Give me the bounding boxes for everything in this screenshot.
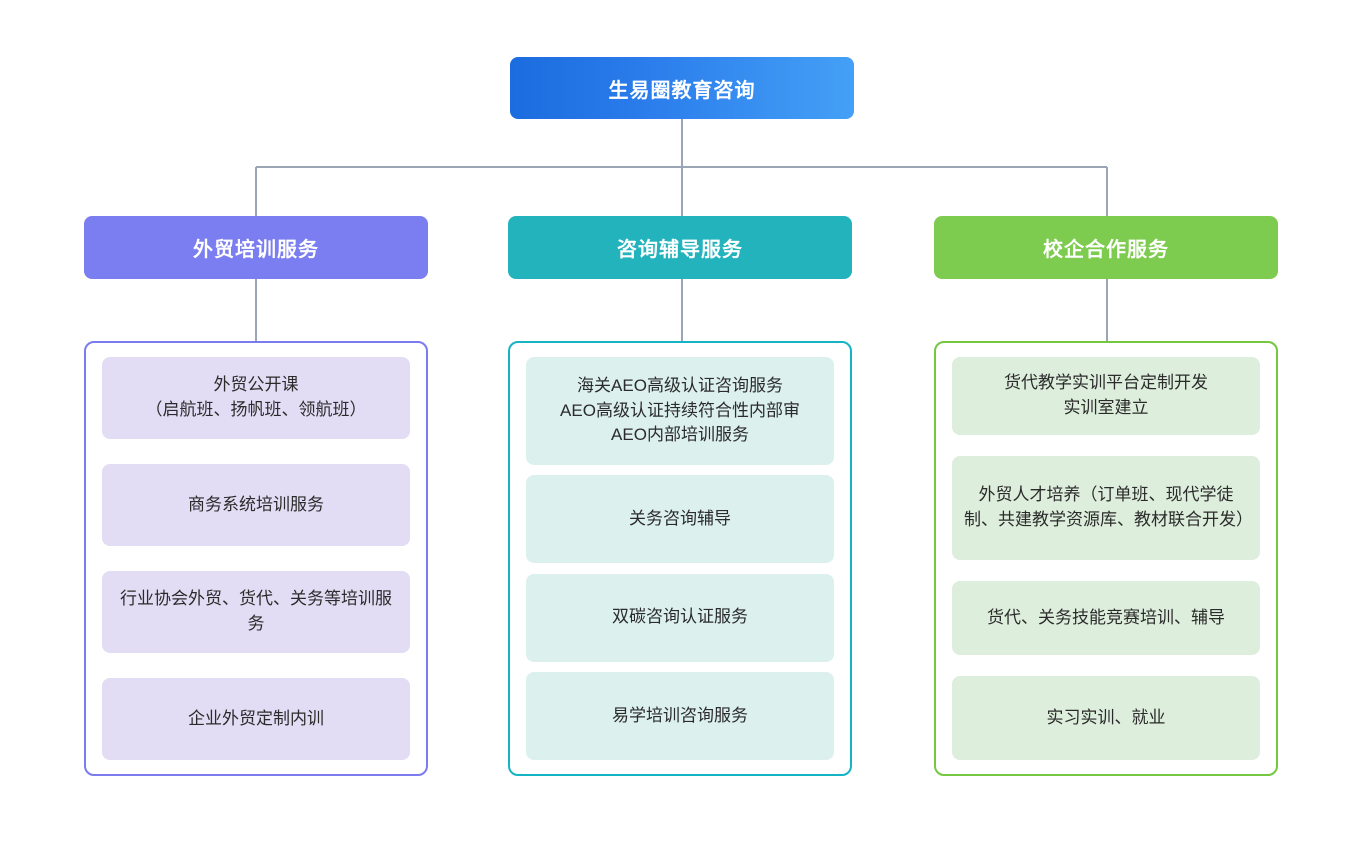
branch-training: 外贸培训服务 外贸公开课 （启航班、扬帆班、领航班） 商务系统培训服务 行业协会… [84,216,428,776]
service-card[interactable]: 实习实训、就业 [952,676,1260,760]
branch-header-cooperation[interactable]: 校企合作服务 [934,216,1278,279]
branch-cooperation: 校企合作服务 货代教学实训平台定制开发 实训室建立 外贸人才培养（订单班、现代学… [934,216,1278,776]
service-card[interactable]: 企业外贸定制内训 [102,678,410,760]
service-card[interactable]: 双碳咨询认证服务 [526,573,834,662]
branch-header-label: 校企合作服务 [1043,239,1169,261]
service-card[interactable]: 货代、关务技能竞赛培训、辅导 [952,581,1260,655]
service-card[interactable]: 商务系统培训服务 [102,464,410,546]
service-card[interactable]: 外贸公开课 （启航班、扬帆班、领航班） [102,357,410,439]
service-card[interactable]: 海关AEO高级认证咨询服务 AEO高级认证持续符合性内部审 AEO内部培训服务 [526,357,834,465]
branch-body-cooperation: 货代教学实训平台定制开发 实训室建立 外贸人才培养（订单班、现代学徒制、共建教学… [934,341,1278,776]
service-card[interactable]: 货代教学实训平台定制开发 实训室建立 [952,357,1260,435]
branch-header-consulting[interactable]: 咨询辅导服务 [508,216,852,279]
root-node[interactable]: 生易圈教育咨询 [510,57,854,119]
service-card[interactable]: 行业协会外贸、货代、关务等培训服务 [102,571,410,653]
branch-header-label: 外贸培训服务 [193,239,319,261]
branch-body-training: 外贸公开课 （启航班、扬帆班、领航班） 商务系统培训服务 行业协会外贸、货代、关… [84,341,428,776]
root-node-label: 生易圈教育咨询 [608,79,756,102]
branch-body-consulting: 海关AEO高级认证咨询服务 AEO高级认证持续符合性内部审 AEO内部培训服务 … [508,341,852,776]
service-card[interactable]: 易学培训咨询服务 [526,671,834,760]
service-card[interactable]: 关务咨询辅导 [526,475,834,564]
branch-consulting: 咨询辅导服务 海关AEO高级认证咨询服务 AEO高级认证持续符合性内部审 AEO… [508,216,852,776]
branch-header-label: 咨询辅导服务 [617,239,743,261]
branch-header-training[interactable]: 外贸培训服务 [84,216,428,279]
service-card[interactable]: 外贸人才培养（订单班、现代学徒制、共建教学资源库、教材联合开发） [952,456,1260,560]
